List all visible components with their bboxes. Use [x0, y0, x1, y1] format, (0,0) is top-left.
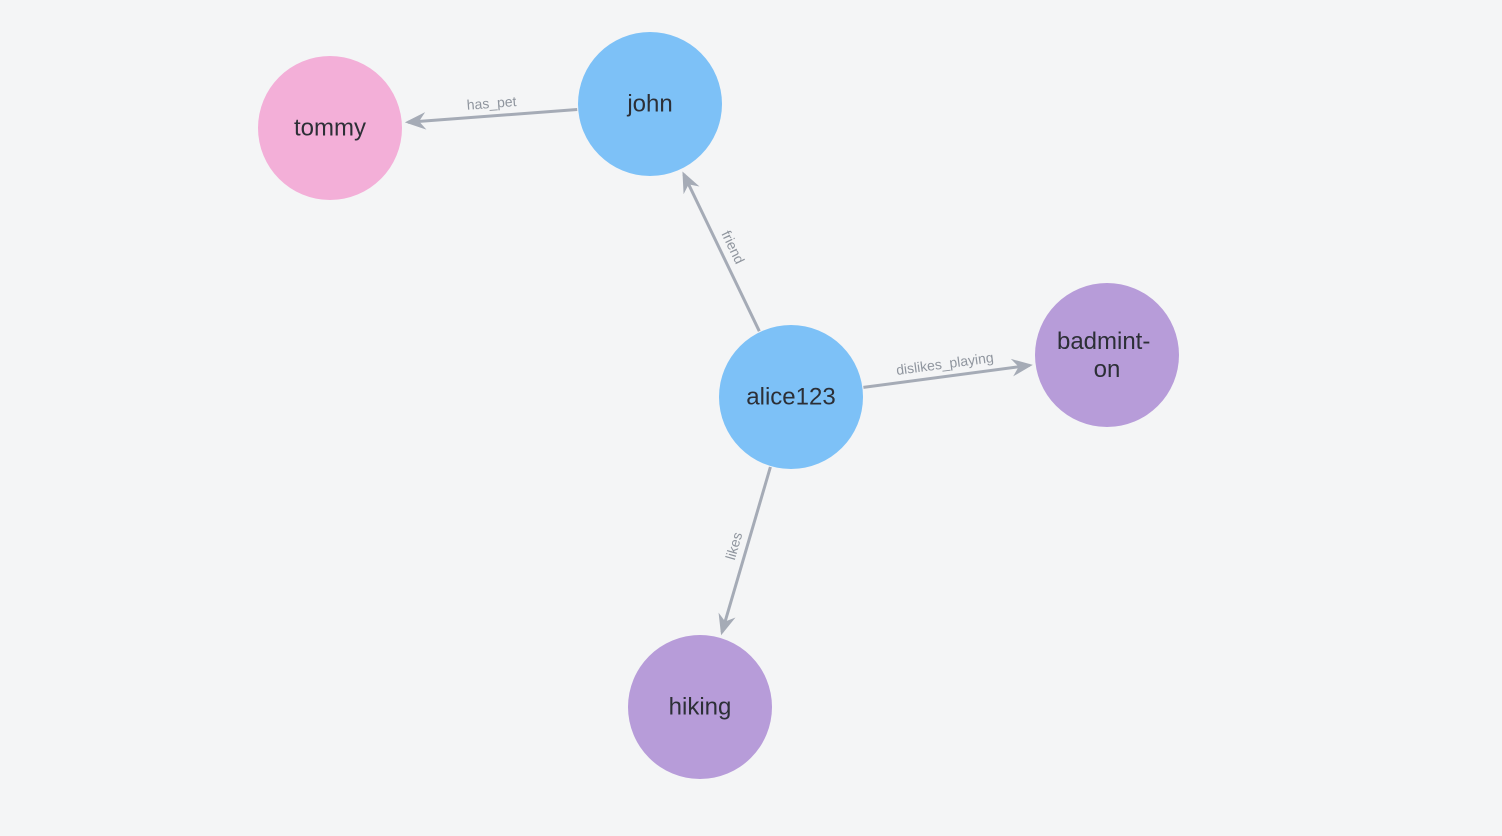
edge-has-pet[interactable]: has_pet: [404, 93, 578, 130]
node-label: tommy: [294, 115, 366, 142]
edge-line[interactable]: [863, 358, 1033, 389]
node-label-line-1: badmint-: [1057, 328, 1150, 355]
edge-line[interactable]: [718, 466, 772, 636]
node-label: alice123: [746, 384, 835, 411]
node-circle[interactable]: [719, 325, 863, 469]
edge-label[interactable]: dislikes_playing: [895, 349, 994, 378]
edge-line[interactable]: [404, 108, 578, 130]
edge-label[interactable]: friend: [718, 228, 748, 267]
edge-likes[interactable]: likes: [718, 466, 772, 636]
edge-friend[interactable]: friend: [682, 171, 761, 332]
node-tommy[interactable]: tommy: [258, 56, 402, 200]
node-alice123[interactable]: alice123: [719, 325, 863, 469]
node-hiking[interactable]: hiking: [628, 635, 772, 779]
node-circle[interactable]: [1035, 283, 1179, 427]
node-label: badmint- on: [1057, 328, 1157, 383]
node-circle[interactable]: [578, 32, 722, 176]
node-label-line-2: on: [1094, 356, 1121, 383]
node-label: hiking: [669, 694, 732, 721]
node-john[interactable]: john: [578, 32, 722, 176]
edge-dislikes-playing[interactable]: dislikes_playing: [863, 349, 1033, 389]
node-label: john: [626, 91, 672, 118]
edge-line[interactable]: [682, 171, 761, 332]
node-circle[interactable]: [258, 56, 402, 200]
node-circle[interactable]: [628, 635, 772, 779]
edge-label[interactable]: likes: [722, 530, 745, 561]
edge-label[interactable]: has_pet: [466, 93, 517, 113]
node-badminton[interactable]: badmint- on: [1035, 283, 1179, 427]
